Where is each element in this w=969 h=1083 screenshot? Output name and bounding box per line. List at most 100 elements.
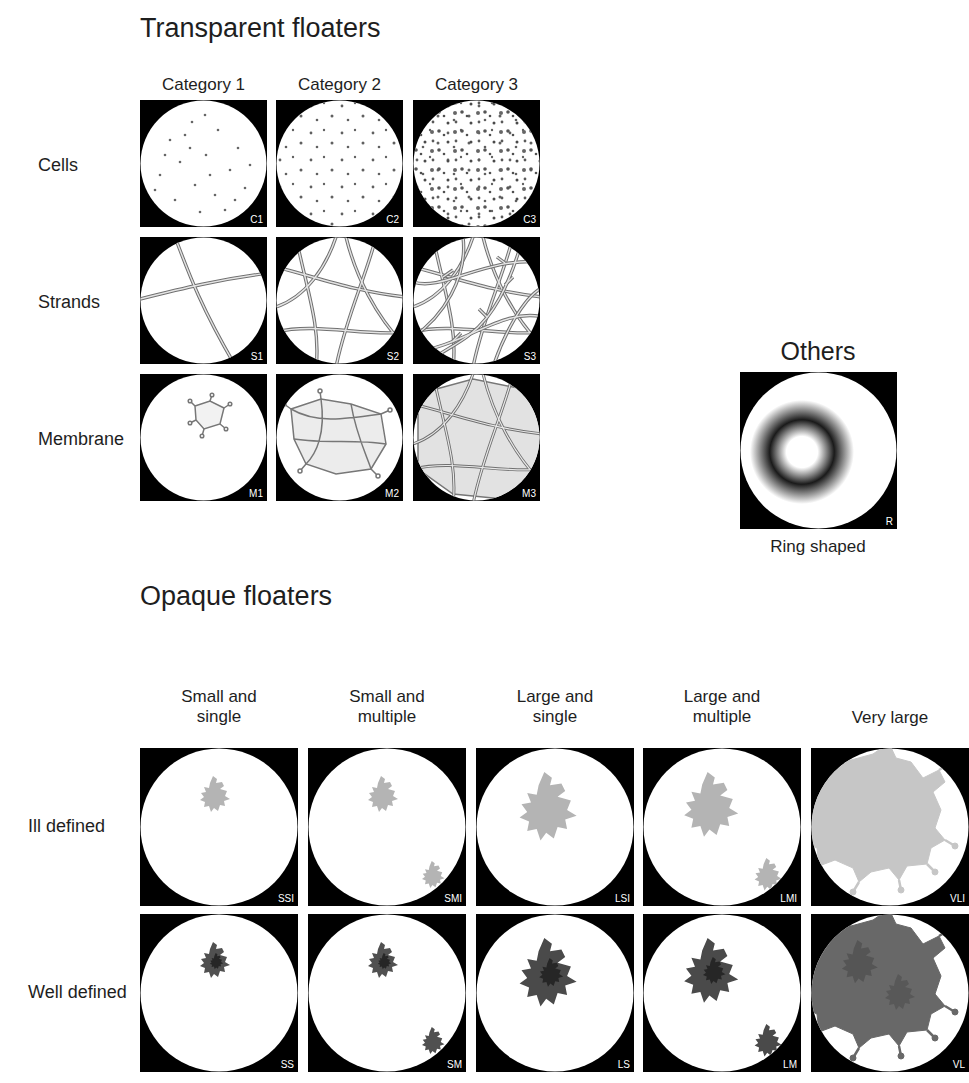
opaque-panel-part-part [200, 942, 230, 978]
opaque-panel-part-part [422, 1027, 445, 1054]
cells-panel-part-part [224, 209, 227, 212]
cells-panel-part-part [164, 154, 167, 157]
panel-code: SSI [277, 893, 295, 904]
opaque-panel-part [643, 914, 801, 1072]
strands-panel-part [276, 237, 406, 367]
cells-panel-part [276, 100, 403, 227]
cells-panel-part-part [214, 194, 217, 197]
membrane-panel-part-part [282, 389, 392, 478]
strands-panel-part-part [140, 237, 270, 367]
membrane-panel-part-part [188, 393, 232, 438]
panel-code: C2 [385, 214, 400, 225]
panel-code: M1 [248, 488, 264, 499]
panel-code: LM [782, 1059, 798, 1070]
panel-code: LS [617, 1059, 631, 1070]
cells-panel-part-part [194, 184, 197, 187]
opaque-panel-part [200, 776, 230, 812]
opaque-panel-part [643, 748, 801, 906]
floater-panel: C3 [413, 100, 540, 227]
opaque-panel [806, 909, 969, 1072]
opaque-panel-part [309, 915, 466, 1072]
opaque-panel-part-part [755, 1024, 782, 1056]
floater-panel: S3 [413, 237, 540, 364]
membrane-panel-part-part [195, 401, 224, 429]
membrane-panel-part-part [413, 374, 543, 504]
membrane-panel-part-part [291, 399, 386, 474]
cells-panel-part [140, 100, 267, 227]
strands-panel [413, 237, 543, 367]
opaque-panel [643, 914, 801, 1072]
row-header: Well defined [28, 982, 127, 1004]
membrane-panel-part [277, 375, 403, 501]
opaque-panel-part [684, 938, 781, 1056]
membrane-panel-part-part-part [282, 402, 286, 406]
membrane-panel-part-part-part [318, 389, 322, 393]
opaque-panel-part-part [368, 942, 398, 978]
panel-code: VLI [949, 893, 966, 904]
floater-panel: S1 [140, 237, 267, 364]
cells-panel-part-part [174, 199, 177, 202]
cells-panel-part-part [413, 100, 540, 227]
cells-panel-part [277, 101, 403, 227]
section-heading: Transparent floaters [140, 12, 381, 44]
section-heading: Opaque floaters [140, 580, 332, 612]
membrane-panel-part-part-part [298, 469, 302, 473]
cells-panel-part-part [184, 134, 187, 137]
strands-panel-part [140, 237, 267, 364]
opaque-panel-part [200, 942, 230, 978]
panel-code: S1 [250, 351, 264, 362]
opaque-panel-part-part [885, 974, 915, 1010]
opaque-panel-part [308, 914, 466, 1072]
cells-panel-part [154, 114, 252, 214]
panel-code: SMI [443, 893, 463, 904]
membrane-panel-part-part-part [188, 399, 192, 403]
panel-caption: Ring shaped [740, 537, 897, 557]
opaque-panel-part [806, 743, 958, 895]
cells-panel-part-part [209, 174, 212, 177]
membrane-panel-part [140, 374, 267, 501]
opaque-panel-part-part [368, 776, 398, 812]
cells-panel [140, 100, 267, 227]
floater-panel: M2 [276, 374, 403, 501]
opaque-panel-part-part [422, 861, 445, 888]
membrane-panel-part-part-part [376, 474, 380, 478]
opaque-panel-part-part [684, 772, 738, 837]
cells-panel-part [413, 100, 540, 227]
cells-panel [413, 100, 540, 227]
opaque-panel-part-part [210, 953, 224, 969]
cells-panel-part-part [229, 169, 232, 172]
opaque-panel-part-part [539, 958, 563, 987]
floater-panel: SMI [308, 748, 466, 906]
membrane-panel-part-part-part [200, 434, 204, 438]
floater-panel: LM [643, 914, 801, 1072]
column-header: Large and single [505, 687, 605, 728]
panel-code: S2 [386, 351, 400, 362]
panel-code: VL [952, 1059, 966, 1070]
strands-panel-part-part [413, 237, 543, 367]
strands-panel [140, 237, 270, 367]
ring-panel-part [750, 400, 854, 504]
opaque-panel [476, 748, 634, 906]
cells-panel-part-part [204, 114, 207, 117]
panel-code: R [885, 516, 894, 527]
opaque-panel-part [644, 749, 801, 906]
cells-panel-part [141, 101, 267, 227]
opaque-panel-part [644, 915, 801, 1072]
membrane-panel-part-part-part [228, 402, 232, 406]
opaque-panel [308, 914, 466, 1072]
opaque-panel-part-part [755, 858, 782, 890]
membrane-panel-part-part-part [388, 408, 392, 412]
strands-panel-part-part [413, 237, 543, 367]
ring-panel-part [740, 372, 897, 529]
cells-panel-part-part [189, 147, 192, 150]
opaque-panel-part-part [703, 957, 726, 984]
opaque-panel [476, 914, 634, 1072]
opaque-panel-part-part [378, 953, 392, 969]
cells-panel-part-part [237, 147, 240, 150]
strands-panel-part [413, 237, 543, 367]
membrane-panel-part-part-part [188, 421, 192, 425]
membrane-panel-part [282, 389, 392, 478]
strands-panel-part [141, 238, 267, 364]
column-header: Large and multiple [672, 687, 772, 728]
cells-panel-part-part [154, 189, 157, 192]
